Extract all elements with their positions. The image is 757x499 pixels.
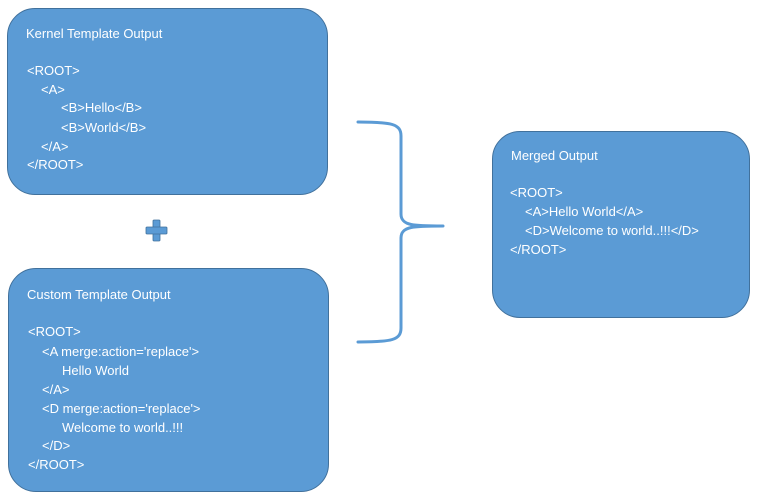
custom-line-root-open: <ROOT>	[28, 324, 81, 339]
merged-line-a: <A>Hello World</A>	[525, 204, 644, 219]
kernel-line-a-open: <A>	[41, 82, 65, 97]
custom-box-title: Custom Template Output	[27, 287, 171, 302]
kernel-line-b-world: <B>World</B>	[61, 120, 147, 135]
custom-line-welcome: Welcome to world..!!!	[62, 420, 184, 435]
custom-line-a-close: </A>	[42, 382, 70, 397]
custom-line-root-close: </ROOT>	[28, 457, 85, 472]
plus-icon	[145, 219, 168, 242]
kernel-line-b-hello: <B>Hello</B>	[61, 100, 142, 115]
kernel-template-output-box: Kernel Template Output <ROOT> <A> <B>Hel…	[7, 8, 328, 195]
custom-template-output-box: Custom Template Output <ROOT> <A merge:a…	[8, 268, 329, 492]
kernel-line-root-open: <ROOT>	[27, 63, 80, 78]
custom-line-d-close: </D>	[42, 438, 71, 453]
kernel-box-title: Kernel Template Output	[26, 26, 163, 41]
curly-brace-icon	[356, 120, 445, 344]
custom-line-a-open: <A merge:action='replace'>	[42, 344, 200, 359]
custom-line-hello-world: Hello World	[62, 363, 129, 378]
merged-line-root-open: <ROOT>	[510, 185, 563, 200]
merged-line-root-close: </ROOT>	[510, 242, 567, 257]
kernel-line-root-close: </ROOT>	[27, 157, 84, 172]
custom-line-d-open: <D merge:action='replace'>	[42, 401, 201, 416]
merged-box-title: Merged Output	[511, 148, 598, 163]
kernel-line-a-close: </A>	[41, 139, 69, 154]
merged-line-d: <D>Welcome to world..!!!</D>	[525, 223, 699, 238]
merged-output-box: Merged Output <ROOT> <A>Hello World</A> …	[492, 131, 750, 318]
